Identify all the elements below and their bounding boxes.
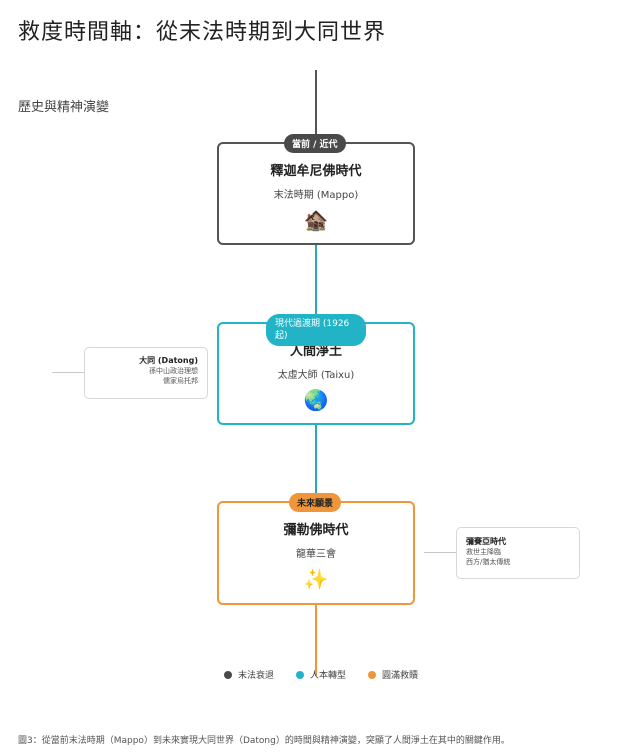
timeline-segment-dark-to-teal <box>315 244 317 322</box>
side-note-line: 西方/猶太傳統 <box>466 558 511 566</box>
side-note-line: 救世主降臨 <box>466 548 501 556</box>
node-badge-current: 當前 / 近代 <box>284 134 346 153</box>
node-title: 人間淨土 <box>289 344 342 359</box>
side-note-messianic: 彌賽亞時代 救世主降臨 西方/猶太傳統 <box>456 527 580 579</box>
figure-caption: 圖3：從當前末法時期（Mappo）到未來實現大同世界（Datong）的時間與精神… <box>18 736 510 746</box>
legend-label: 末法衰退 <box>238 671 275 681</box>
node-title: 釋迦牟尼佛時代 <box>270 164 362 179</box>
legend-dot-icon <box>368 670 377 679</box>
timeline-node-shakyamuni: 釋迦牟尼佛時代 末法時期 (Mappo) 🏚️ <box>217 142 415 245</box>
legend-label: 圓滿救贖 <box>382 671 419 681</box>
side-note-line: 孫中山政治理想 <box>149 367 198 375</box>
timeline-segment-teal-to-orange <box>315 424 317 502</box>
diagram-subtitle: 歷史與精神演變 <box>18 100 110 115</box>
node-subtitle: 太虛大師 (Taixu) <box>277 370 355 381</box>
ruined-house-icon: 🏚️ <box>303 208 329 232</box>
branch-line-messianic <box>424 552 457 553</box>
legend-label: 人本轉型 <box>310 671 347 681</box>
node-badge-future: 未來願景 <box>289 493 342 512</box>
legend-item-decline: 末法衰退 <box>224 668 274 681</box>
globe-icon: 🌏 <box>303 388 329 412</box>
timeline-segment-past <box>315 70 317 142</box>
node-title: 彌勒佛時代 <box>283 523 349 538</box>
legend-item-redemption: 圓滿救贖 <box>368 668 418 681</box>
sparkles-icon: ✨ <box>303 567 329 591</box>
side-note-title: 大同 (Datong) <box>139 356 198 365</box>
legend-dot-icon <box>296 670 305 679</box>
timeline-node-maitreya: 彌勒佛時代 龍華三會 ✨ <box>217 501 415 605</box>
side-note-line: 儒家烏托邦 <box>163 377 198 385</box>
legend: 末法衰退 人本轉型 圓滿救贖 <box>224 668 418 681</box>
node-subtitle: 末法時期 (Mappo) <box>273 190 359 201</box>
page-title: 救度時間軸：從末法時期到大同世界 <box>18 20 387 45</box>
side-note-datong: 大同 (Datong) 孫中山政治理想 儒家烏托邦 <box>84 347 208 399</box>
timeline-segment-future <box>315 604 317 676</box>
node-badge-transition: 現代過渡期 (1926起) <box>266 314 366 346</box>
side-note-title: 彌賽亞時代 <box>466 537 506 546</box>
branch-line-datong <box>52 372 86 373</box>
node-subtitle: 龍華三會 <box>296 549 336 560</box>
legend-dot-icon <box>224 670 232 679</box>
legend-item-transition: 人本轉型 <box>296 668 346 681</box>
